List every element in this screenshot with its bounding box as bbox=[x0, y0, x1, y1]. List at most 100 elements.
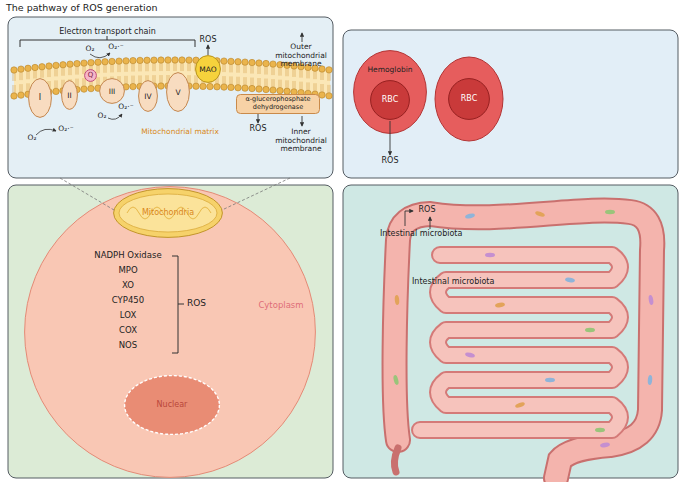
lipid-tail bbox=[160, 63, 161, 71]
node-shape bbox=[85, 70, 97, 82]
complex-i: I bbox=[28, 78, 52, 118]
ros-arrow bbox=[258, 114, 259, 123]
lipid-head bbox=[144, 57, 150, 63]
lipid-head bbox=[60, 62, 66, 68]
lipid-head bbox=[32, 64, 38, 70]
ros-label: ROS bbox=[246, 124, 270, 133]
lipid-head bbox=[18, 92, 24, 98]
lipid-tail bbox=[34, 71, 35, 79]
lipid-tail bbox=[111, 64, 112, 72]
enzyme-name: XO bbox=[88, 281, 168, 291]
node-label: RBC bbox=[370, 80, 410, 120]
lipid-head bbox=[242, 85, 248, 91]
lipid-head bbox=[235, 59, 241, 65]
lipid-tail bbox=[316, 83, 317, 91]
oxygen-label: O₂ bbox=[94, 112, 110, 121]
lipid-head bbox=[256, 86, 262, 92]
lipid-head bbox=[200, 83, 206, 89]
lipid-head bbox=[326, 93, 332, 99]
lipid-head bbox=[242, 59, 248, 65]
lipid-tail bbox=[69, 67, 70, 75]
bacterium bbox=[393, 375, 400, 386]
lipid-tail bbox=[246, 77, 247, 85]
lipid-tail bbox=[314, 83, 315, 91]
lipid-tail bbox=[316, 71, 317, 79]
lipid-head bbox=[158, 57, 164, 63]
lipid-tail bbox=[78, 79, 79, 87]
lipid-tail bbox=[174, 63, 175, 71]
ros-arrow bbox=[390, 121, 391, 155]
lipid-tail bbox=[260, 66, 261, 74]
bacterium bbox=[515, 401, 526, 409]
microbiota-label: Intestinal microbiota bbox=[380, 229, 490, 238]
lipid-head bbox=[102, 59, 108, 65]
lipid-tail bbox=[279, 80, 280, 88]
lipid-tail bbox=[127, 76, 128, 84]
lipid-tail bbox=[239, 77, 240, 85]
lipid-tail bbox=[104, 65, 105, 73]
lipid-head bbox=[46, 63, 52, 69]
lipid-tail bbox=[230, 64, 231, 72]
lipid-tail bbox=[295, 81, 296, 89]
node-label: II bbox=[61, 80, 78, 110]
lipid-head bbox=[116, 58, 122, 64]
node-shape bbox=[237, 95, 320, 114]
bacterium bbox=[394, 295, 399, 305]
bacterium bbox=[565, 277, 576, 283]
lipid-tail bbox=[120, 64, 121, 72]
cell-body: CytoplasmMitochondriaNuclear bbox=[24, 186, 316, 478]
lipid-tail bbox=[302, 82, 303, 90]
lipid-tail bbox=[167, 63, 168, 71]
lipid-tail bbox=[244, 77, 245, 85]
lipid-tail bbox=[139, 63, 140, 71]
intestine-drawing bbox=[393, 210, 654, 478]
lipid-tail bbox=[279, 68, 280, 76]
nucleus: Nuclear bbox=[124, 375, 220, 435]
lipid-tail bbox=[132, 64, 133, 72]
lipid-head bbox=[137, 57, 143, 63]
lipid-tail bbox=[50, 69, 51, 77]
lipid-tail bbox=[99, 77, 100, 85]
lipid-tail bbox=[239, 65, 240, 73]
lipid-tail bbox=[20, 72, 21, 80]
lipid-tail bbox=[267, 79, 268, 87]
lipid-head bbox=[179, 57, 185, 63]
membrane-label: Outer mitochondrial membrane bbox=[266, 43, 336, 69]
lipid-tail bbox=[244, 65, 245, 73]
lipid-tail bbox=[300, 70, 301, 78]
colon bbox=[395, 210, 653, 478]
lipid-tail bbox=[267, 67, 268, 75]
node-shape bbox=[167, 73, 190, 112]
lipid-tail bbox=[167, 75, 168, 83]
lipid-tail bbox=[328, 85, 329, 93]
list-bracket bbox=[172, 256, 184, 353]
lipid-tail bbox=[225, 64, 226, 72]
node-label: RBC bbox=[448, 78, 490, 120]
node-label: Mitochondria bbox=[113, 188, 223, 238]
bacterium bbox=[600, 442, 611, 448]
lipid-tail bbox=[62, 68, 63, 76]
lipid-tail bbox=[307, 82, 308, 90]
bacterium bbox=[595, 428, 605, 432]
lipid-tail bbox=[57, 68, 58, 76]
lipid-tail bbox=[281, 80, 282, 88]
lipid-tail bbox=[323, 72, 324, 80]
lipid-tail bbox=[330, 73, 331, 81]
lipid-tail bbox=[302, 70, 303, 78]
mitochondria-panel bbox=[8, 17, 333, 178]
lipid-tail bbox=[223, 64, 224, 72]
bacterium bbox=[495, 302, 506, 308]
lipid-head bbox=[326, 67, 332, 73]
bacterium bbox=[585, 328, 595, 332]
lipid-tail bbox=[83, 78, 84, 86]
node-label: I bbox=[28, 78, 52, 118]
enzyme-name: COX bbox=[88, 326, 168, 336]
lipid-head bbox=[221, 58, 227, 64]
lipid-tail bbox=[97, 65, 98, 73]
lipid-head bbox=[221, 84, 227, 90]
bacterium bbox=[485, 253, 495, 257]
lipid-tail bbox=[64, 68, 65, 76]
lipid-tail bbox=[155, 75, 156, 83]
bacterium bbox=[535, 210, 546, 218]
pointer-arrow bbox=[302, 116, 303, 126]
